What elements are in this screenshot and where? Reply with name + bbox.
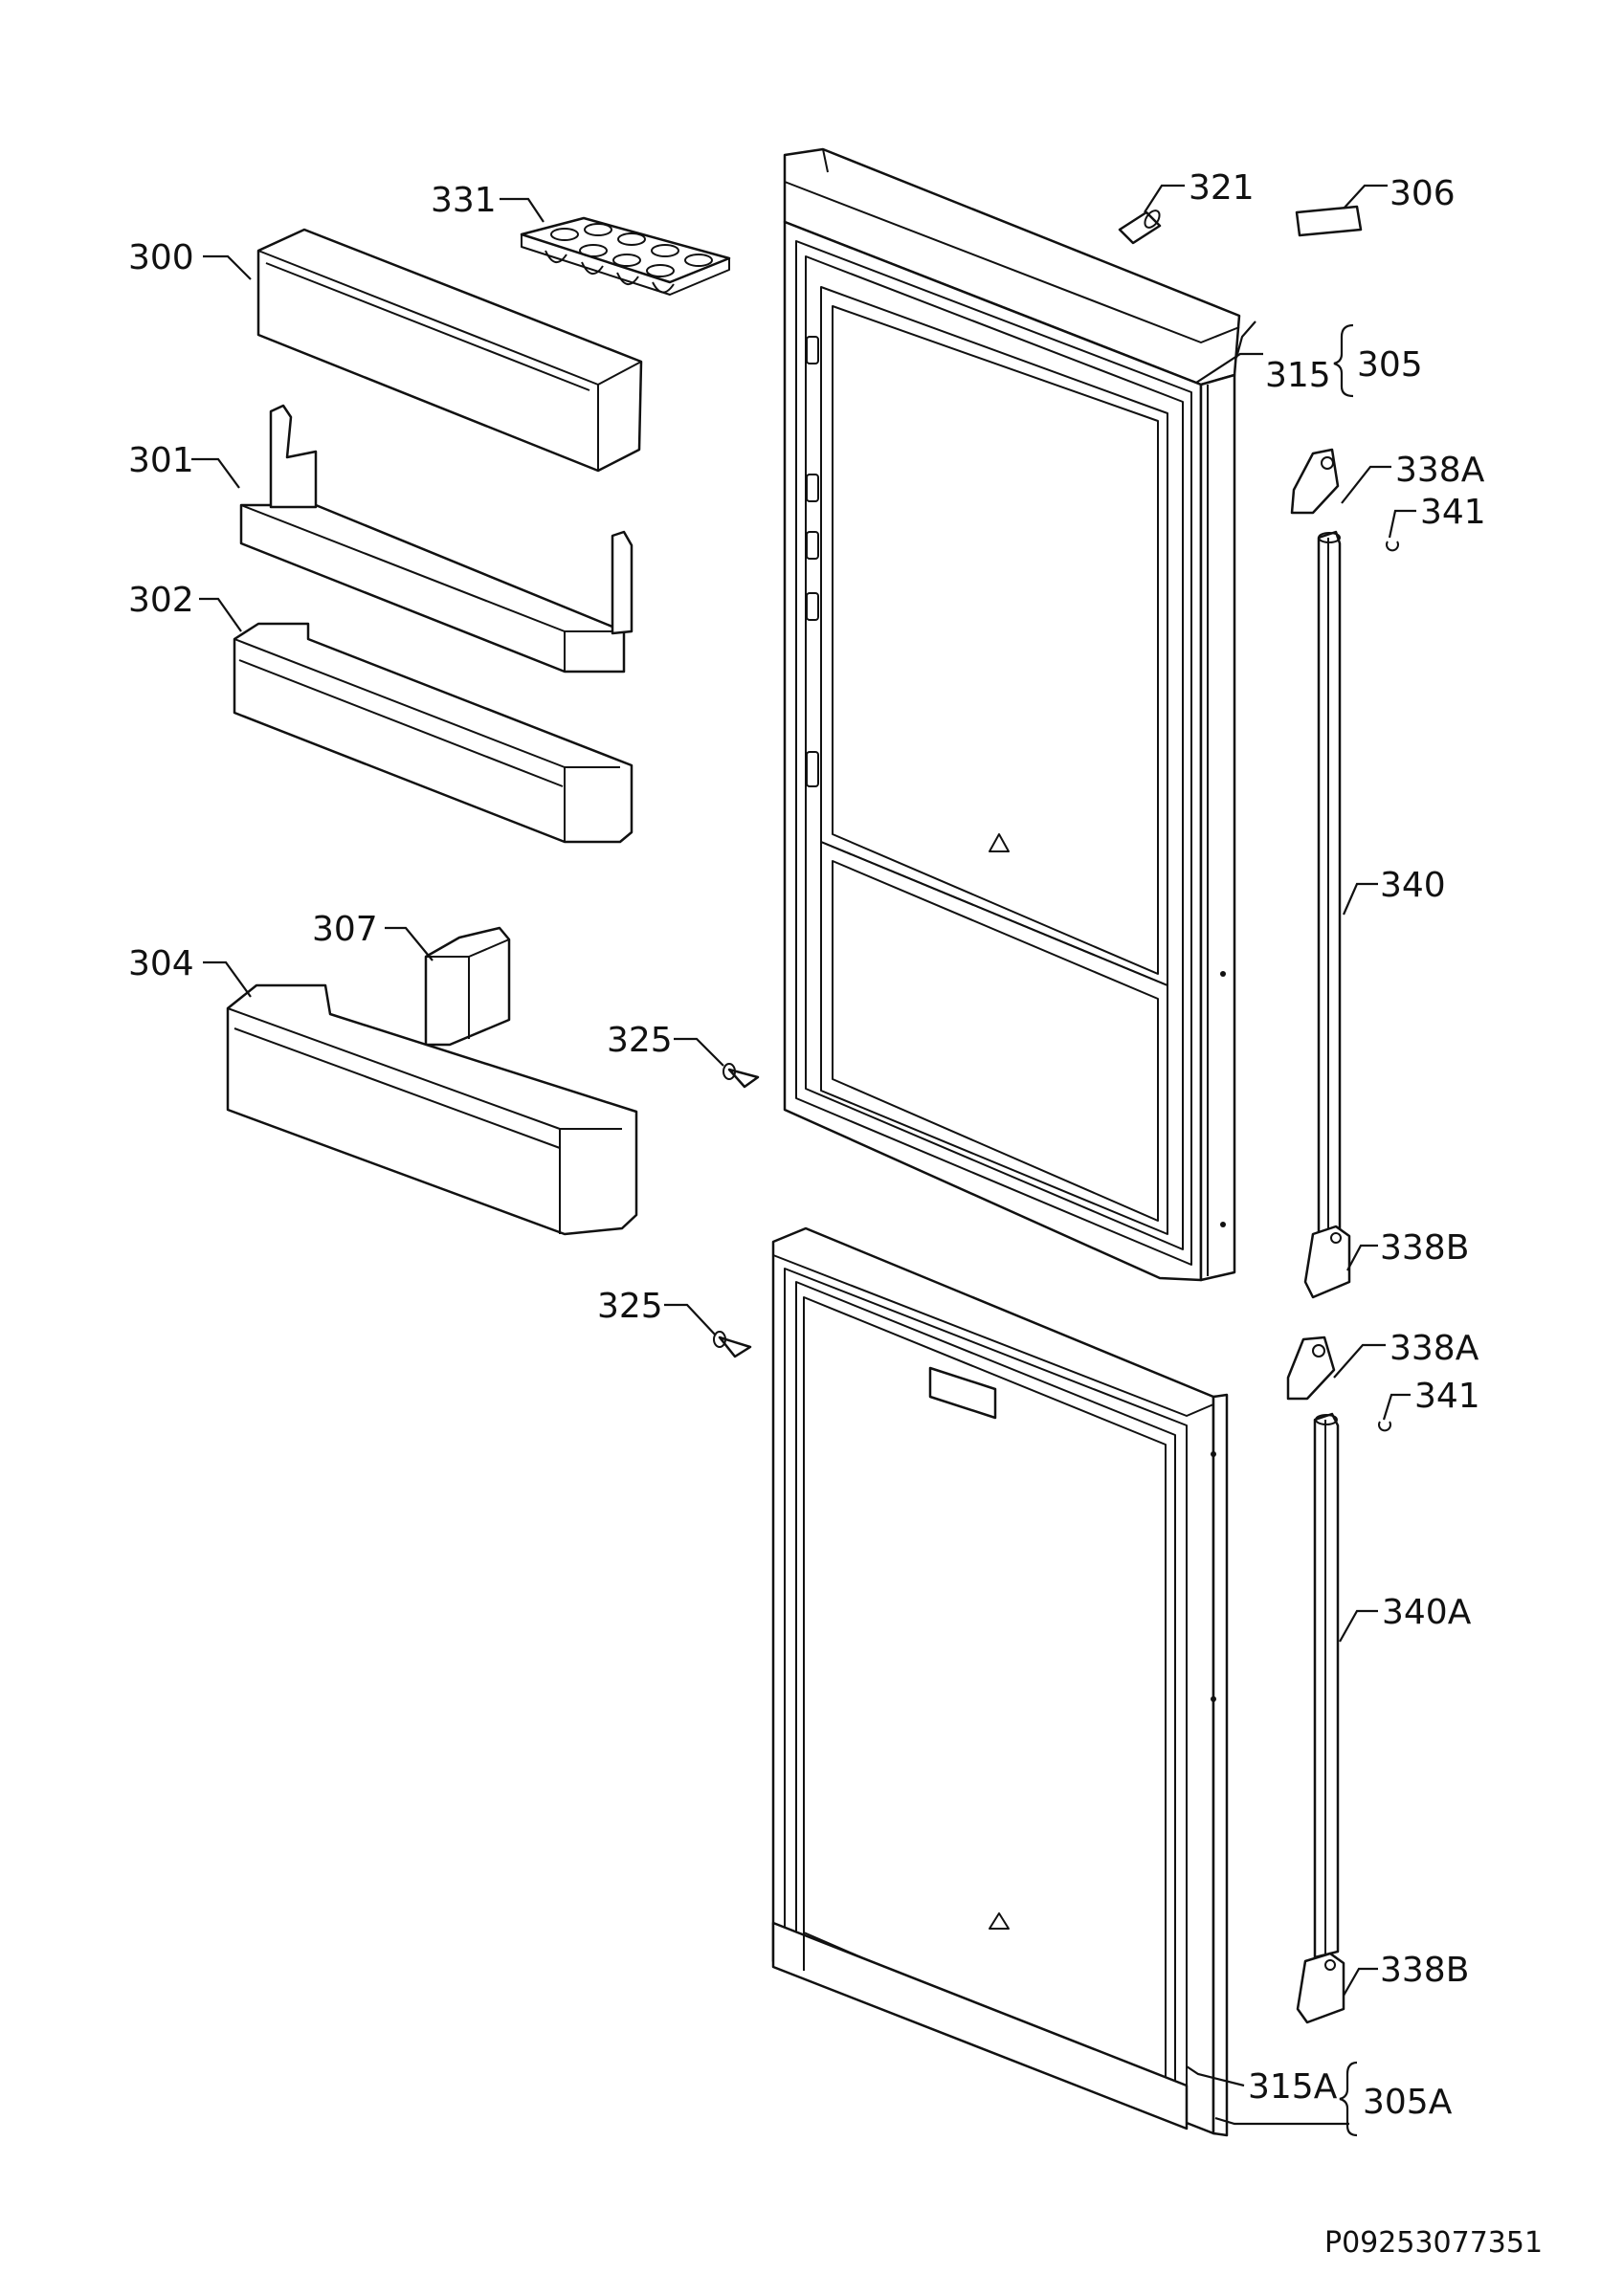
label-325-upper: 325 [607,1021,673,1060]
part-340-handle [1317,530,1342,1238]
part-338A-hinge-upper [1290,448,1340,515]
part-341-clip-upper [1386,541,1399,552]
label-331: 331 [431,181,497,220]
label-305: 305 [1357,345,1423,385]
part-325-clip-upper [723,1063,760,1089]
callout-labels: 300 301 302 304 307 331 321 306 315 305 … [128,168,1486,2122]
part-302-door-balcony [233,622,634,844]
part-325-clip-lower [713,1331,752,1358]
part-304-bottle-balcony [226,983,638,1236]
label-340A: 340A [1382,1593,1472,1632]
label-306: 306 [1390,174,1456,213]
part-338A-hinge-lower [1286,1336,1336,1401]
label-340: 340 [1380,866,1446,905]
part-338B-hinge-upper [1303,1225,1351,1299]
label-338B-upper: 338B [1380,1228,1469,1268]
label-307: 307 [312,910,378,949]
label-325-lower: 325 [597,1287,663,1326]
label-305A: 305A [1363,2083,1453,2122]
label-338B-lower: 338B [1380,1951,1469,1990]
leader-lines [191,184,1416,2137]
part-307-bottle-holder [424,926,511,1047]
part-305-upper-door [783,147,1241,1282]
part-338B-hinge-lower [1296,1952,1345,2024]
label-341-upper: 341 [1420,493,1486,532]
label-302: 302 [128,581,194,620]
label-338A-lower: 338A [1390,1329,1479,1368]
part-300-shelf-cover [256,228,643,473]
label-315A: 315A [1248,2067,1338,2107]
part-306-label [1295,205,1363,237]
part-340A-handle [1313,1412,1340,1959]
label-304: 304 [128,944,194,983]
label-301: 301 [128,441,194,480]
part-301-door-balcony [239,404,634,673]
part-321-pin [1118,210,1162,245]
label-338A-upper: 338A [1395,451,1485,490]
label-315: 315 [1265,356,1331,395]
part-341-clip-lower [1378,1421,1391,1432]
label-341-lower: 341 [1414,1377,1480,1416]
label-300: 300 [128,238,194,277]
label-321: 321 [1189,168,1255,208]
document-number: P09253077351 [1324,2226,1543,2260]
part-331-egg-tray [520,216,731,296]
part-305A-lower-door [771,1226,1229,2137]
